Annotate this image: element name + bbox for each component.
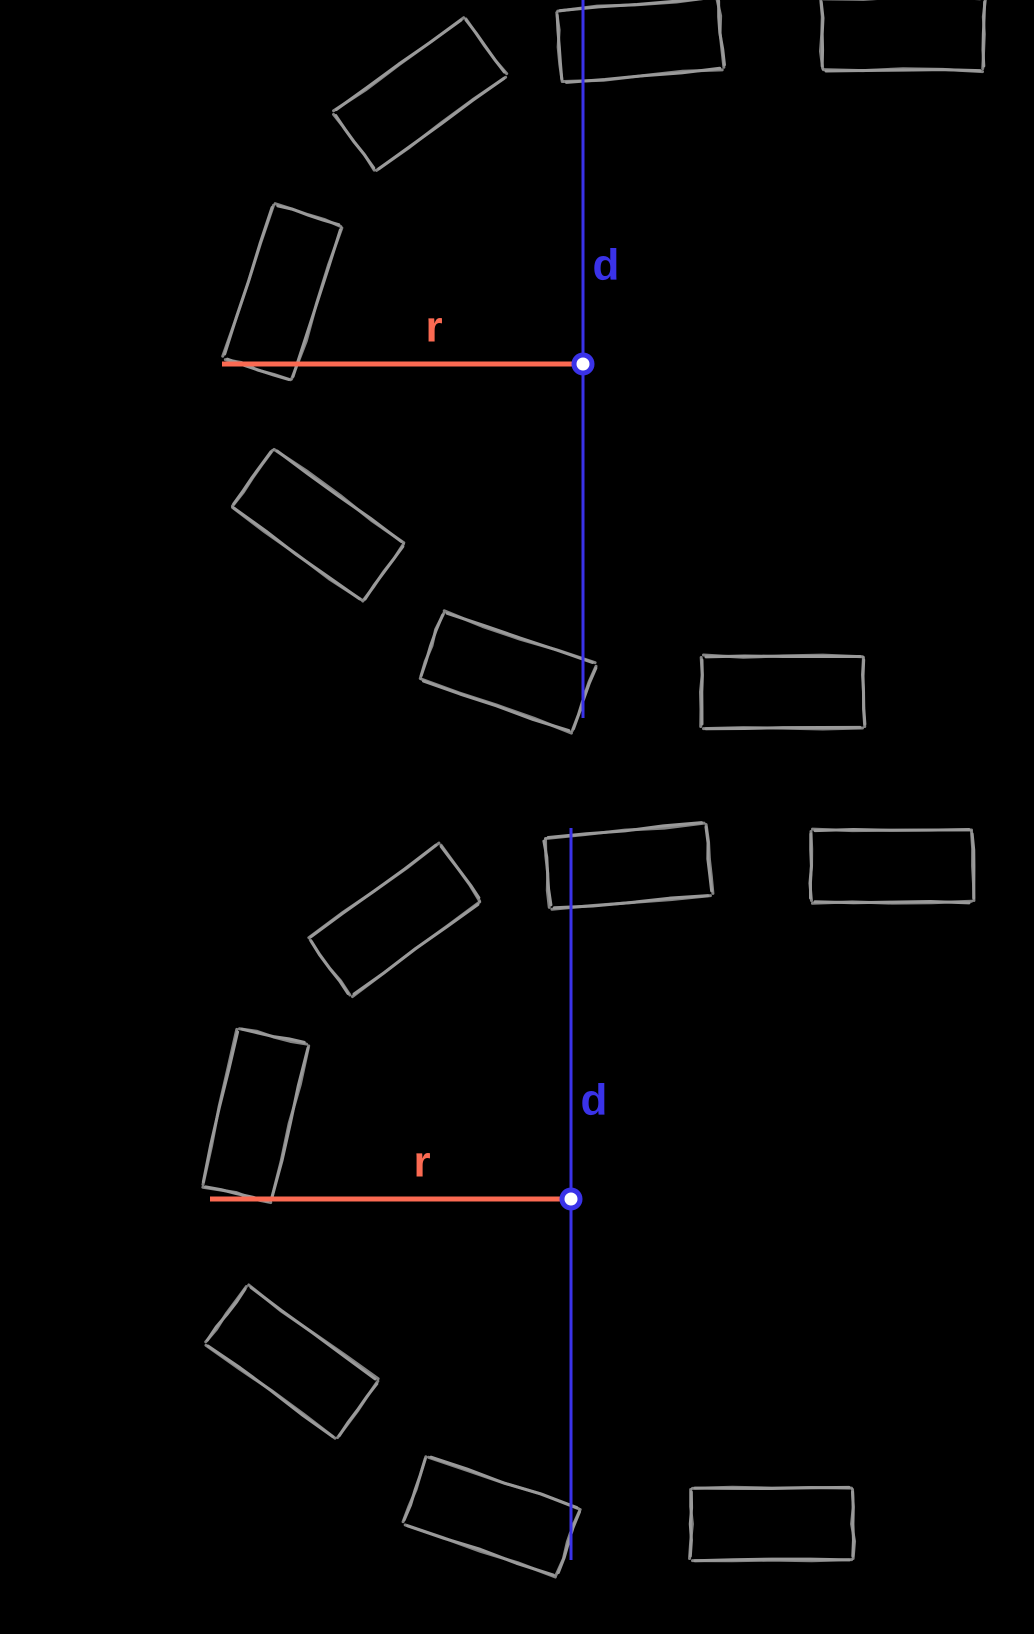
rectangle-edge <box>822 67 984 74</box>
rectangle-edge <box>419 677 573 735</box>
rectangle-edge <box>811 899 973 905</box>
sketch-rectangle <box>307 841 482 999</box>
pivot-point-marker <box>571 352 595 376</box>
rectangle-edge <box>702 726 864 731</box>
rectangle-edge <box>544 837 551 909</box>
rectangle-edge <box>819 0 825 70</box>
rectangle-edge <box>403 1523 557 1579</box>
rectangle-edge <box>231 448 275 508</box>
sketch-rectangle <box>332 16 509 172</box>
rectangle-edge <box>204 1343 337 1440</box>
rectangle-edge <box>401 1455 428 1524</box>
rectangle-edge <box>221 203 276 358</box>
sketch-rectangle <box>555 0 726 84</box>
rectangle-edge <box>201 1027 239 1187</box>
rectangle-edge <box>970 830 976 902</box>
rectangle-edge <box>811 827 973 833</box>
rectangle-edge <box>691 1485 853 1490</box>
rectangle-edge <box>439 843 482 903</box>
rectangle-edge <box>704 822 715 895</box>
top-arrangement: rd <box>221 0 987 735</box>
rectangle-edge <box>237 1027 309 1046</box>
rectangle-edge <box>269 1044 311 1203</box>
rectangle-edge <box>554 1508 582 1577</box>
rectangle-edge <box>308 938 352 997</box>
rectangle-edge <box>981 0 987 70</box>
sketch-rectangle <box>808 827 976 905</box>
sketch-rectangle <box>542 821 715 911</box>
rectangle-edge <box>427 1455 581 1511</box>
sketch-rectangle <box>201 1027 311 1205</box>
rectangle-edge <box>688 1488 694 1560</box>
rectangle-edge <box>442 609 597 665</box>
rectangle-edge <box>418 611 446 680</box>
rectangle-edge <box>361 542 405 603</box>
rectangle-edge <box>336 1379 380 1439</box>
rectangle-edge <box>272 447 406 545</box>
rectangle-edge <box>247 1283 380 1381</box>
rectangle-edge <box>464 17 509 76</box>
radius-label: r <box>425 303 442 352</box>
rectangle-edge <box>698 656 704 728</box>
radius-label: r <box>413 1138 430 1187</box>
rectangle-edge <box>702 653 864 659</box>
rectangle-edge <box>691 1558 853 1563</box>
sketch-rectangle <box>688 1485 857 1563</box>
rectangle-edge <box>562 68 724 84</box>
distance-label: d <box>581 1076 608 1125</box>
rectangle-edge <box>808 830 814 902</box>
sketch-rectangle <box>221 202 344 382</box>
rectangle-edge <box>350 900 482 999</box>
rectangle-edge <box>307 841 441 940</box>
rectangle-group <box>221 0 987 735</box>
rectangle-edge <box>861 656 867 728</box>
rectangle-edge <box>332 112 376 172</box>
rectangle-edge <box>231 505 363 602</box>
rectangle-edge <box>555 11 564 84</box>
bottom-arrangement: rd <box>201 821 976 1579</box>
rectangle-edge <box>550 894 712 911</box>
rectangle-edge <box>332 16 466 113</box>
distance-label: d <box>593 241 620 290</box>
rectangle-edge <box>290 226 344 381</box>
rectangle-group <box>201 821 976 1579</box>
rectangle-edge <box>850 1488 857 1560</box>
sketch-rectangle <box>204 1283 380 1440</box>
rectangle-edge <box>715 0 726 69</box>
sketch-rectangle <box>698 653 867 731</box>
rectangle-edge <box>375 75 508 172</box>
rectangle-edge <box>273 202 343 229</box>
sketch-rectangle <box>231 447 406 603</box>
sketch-rectangle <box>819 0 987 74</box>
sketch-rectangle <box>401 1455 582 1579</box>
pivot-point-marker <box>559 1187 583 1211</box>
rectangle-edge <box>204 1285 248 1344</box>
